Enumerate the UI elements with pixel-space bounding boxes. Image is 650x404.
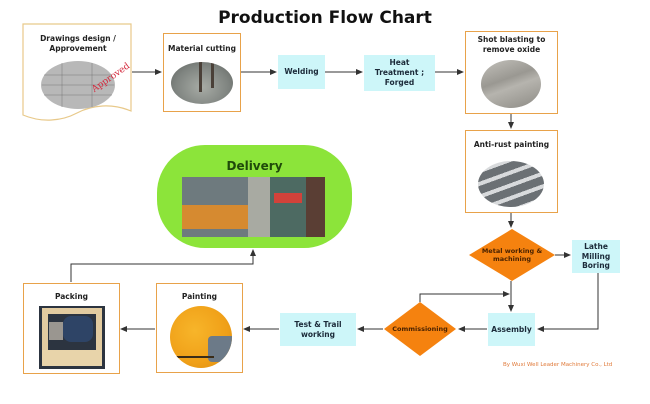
metal-working-diamond bbox=[469, 229, 555, 281]
heat-label-line3: Forged bbox=[384, 77, 415, 87]
welding-label: Welding bbox=[284, 67, 319, 77]
delivery-photo bbox=[182, 177, 325, 237]
arrow-packing-to-delivery bbox=[70, 249, 256, 282]
shot-label-line2: remove oxide bbox=[482, 44, 541, 54]
arrow-lathe-to-assembly bbox=[537, 273, 599, 332]
delivery-terminal: Delivery bbox=[157, 145, 352, 248]
drawings-label-line1: Drawings design / bbox=[40, 34, 116, 43]
packing-box: Packing bbox=[23, 283, 120, 374]
commissioning-diamond bbox=[384, 302, 456, 356]
delivery-label: Delivery bbox=[226, 159, 283, 173]
packing-label: Packing bbox=[54, 292, 89, 301]
page-title: Production Flow Chart bbox=[218, 8, 432, 28]
heat-treatment-box: Heat Treatment ; Forged bbox=[364, 55, 435, 91]
shot-blasting-photo bbox=[481, 60, 541, 108]
painting-box: Painting bbox=[156, 283, 243, 373]
assembly-box: Assembly bbox=[488, 313, 535, 346]
heat-label-line1: Heat bbox=[389, 58, 410, 68]
shot-blasting-box: Shot blasting to remove oxide bbox=[465, 31, 558, 114]
metal-label-line1: Metal working & bbox=[481, 246, 543, 255]
painting-label: Painting bbox=[181, 292, 218, 301]
welding-box: Welding bbox=[278, 55, 325, 89]
anti-rust-box: Anti-rust painting bbox=[465, 130, 558, 213]
drawings-document-shape: Approved bbox=[22, 23, 132, 121]
metal-label-line2: machining bbox=[492, 255, 531, 263]
anti-rust-label: Anti-rust painting bbox=[473, 140, 550, 149]
test-trail-box: Test & Trail working bbox=[280, 313, 356, 346]
drawings-label: Drawings design / Approvement bbox=[22, 34, 134, 54]
assembly-label: Assembly bbox=[491, 324, 532, 334]
lathe-milling-boring-box: Lathe Milling Boring bbox=[572, 240, 620, 273]
anti-rust-photo bbox=[478, 161, 544, 207]
shot-label-line1: Shot blasting to bbox=[477, 35, 546, 44]
shot-blasting-label: Shot blasting to remove oxide bbox=[466, 35, 557, 55]
company-credit: By Wuxi Well Leader Machinery Co., Ltd bbox=[503, 362, 613, 368]
heat-label-line2: Treatment ; bbox=[374, 68, 425, 78]
test-label-line1: Test & Trail bbox=[294, 319, 342, 329]
commissioning-label: Commissioning bbox=[384, 322, 456, 336]
material-cutting-label: Material cutting bbox=[168, 44, 236, 53]
material-cutting-photo bbox=[171, 62, 233, 104]
painting-photo bbox=[170, 306, 232, 368]
boring-label: Boring bbox=[582, 261, 610, 271]
packing-photo bbox=[39, 306, 105, 369]
lathe-label: Lathe bbox=[584, 241, 608, 251]
material-cutting-box: Material cutting bbox=[163, 33, 241, 112]
commissioning-label-text: Commissioning bbox=[392, 324, 448, 333]
milling-label: Milling bbox=[581, 251, 611, 261]
metal-working-label: Metal working & machining bbox=[469, 243, 555, 267]
drawings-label-line2: Approvement bbox=[49, 43, 107, 53]
arrow-commissioning-loop bbox=[419, 291, 510, 302]
test-label-line2: working bbox=[300, 329, 336, 339]
